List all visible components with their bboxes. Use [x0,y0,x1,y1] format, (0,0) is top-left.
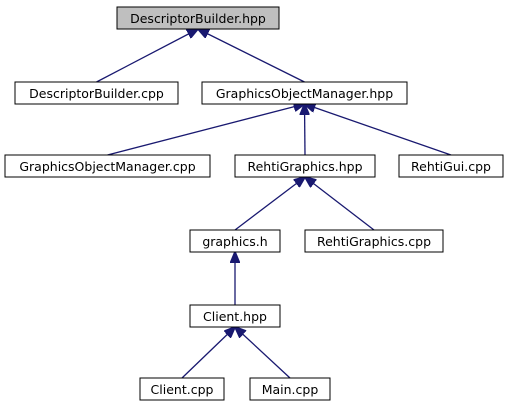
node-label: DescriptorBuilder.hpp [130,11,266,26]
node-box[interactable] [189,229,281,253]
edge-line [305,104,452,156]
node-label: Client.cpp [151,382,214,397]
node-box[interactable] [234,154,376,178]
edge-client-cpp-to-client-hpp [181,327,235,379]
node-label: RehtiGraphics.cpp [317,234,431,249]
edge-rehtigui-cpp-to-graphicsobjectmanager-hpp [305,104,452,156]
edge-line [234,177,305,231]
edge-line [198,29,305,83]
edge-rehtigraphics-hpp-to-graphicsobjectmanager-hpp [305,104,306,156]
node-label: Client.hpp [203,309,267,324]
edge-line [181,327,235,379]
node-box[interactable] [14,81,179,105]
node-descriptorbuilder-cpp[interactable]: DescriptorBuilder.cpp [14,81,179,105]
edge-graphicsobjectmanager-hpp-to-descriptorbuilder-hpp [198,29,305,83]
node-main-cpp[interactable]: Main.cpp [249,377,331,401]
node-label: GraphicsObjectManager.cpp [19,159,195,174]
node-label: graphics.h [202,234,267,249]
node-client-cpp[interactable]: Client.cpp [139,377,225,401]
node-graphicsobjectmanager-cpp[interactable]: GraphicsObjectManager.cpp [4,154,211,178]
node-label: GraphicsObjectManager.hpp [216,86,393,101]
edge-line [235,327,291,379]
node-graphics-h[interactable]: graphics.h [189,229,281,253]
node-rehtigraphics-hpp[interactable]: RehtiGraphics.hpp [234,154,376,178]
node-box[interactable] [249,377,331,401]
node-box[interactable] [201,81,408,105]
node-box[interactable] [4,154,211,178]
edge-graphicsobjectmanager-cpp-to-graphicsobjectmanager-hpp [107,104,305,156]
edge-line [107,104,305,156]
node-label: Main.cpp [262,382,319,397]
node-box[interactable] [398,154,504,178]
node-label: RehtiGraphics.hpp [247,159,362,174]
edge-line [305,104,306,156]
node-rehtigraphics-cpp[interactable]: RehtiGraphics.cpp [304,229,444,253]
edge-line [305,177,375,231]
node-box[interactable] [116,6,280,30]
node-box[interactable] [189,304,281,328]
edge-graphics-h-to-rehtigraphics-hpp [234,177,305,231]
node-client-hpp[interactable]: Client.hpp [189,304,281,328]
edge-main-cpp-to-client-hpp [235,327,291,379]
edge-line [96,29,199,83]
node-label: DescriptorBuilder.cpp [29,86,164,101]
node-rehtigui-cpp[interactable]: RehtiGui.cpp [398,154,504,178]
node-box[interactable] [139,377,225,401]
node-label: RehtiGui.cpp [411,159,491,174]
node-descriptorbuilder-hpp[interactable]: DescriptorBuilder.hpp [116,6,280,30]
edges [96,29,452,379]
edge-descriptorbuilder-cpp-to-descriptorbuilder-hpp [96,29,199,83]
node-box[interactable] [304,229,444,253]
nodes: DescriptorBuilder.hppDescriptorBuilder.c… [4,6,504,401]
node-graphicsobjectmanager-hpp[interactable]: GraphicsObjectManager.hpp [201,81,408,105]
edge-rehtigraphics-cpp-to-rehtigraphics-hpp [305,177,375,231]
